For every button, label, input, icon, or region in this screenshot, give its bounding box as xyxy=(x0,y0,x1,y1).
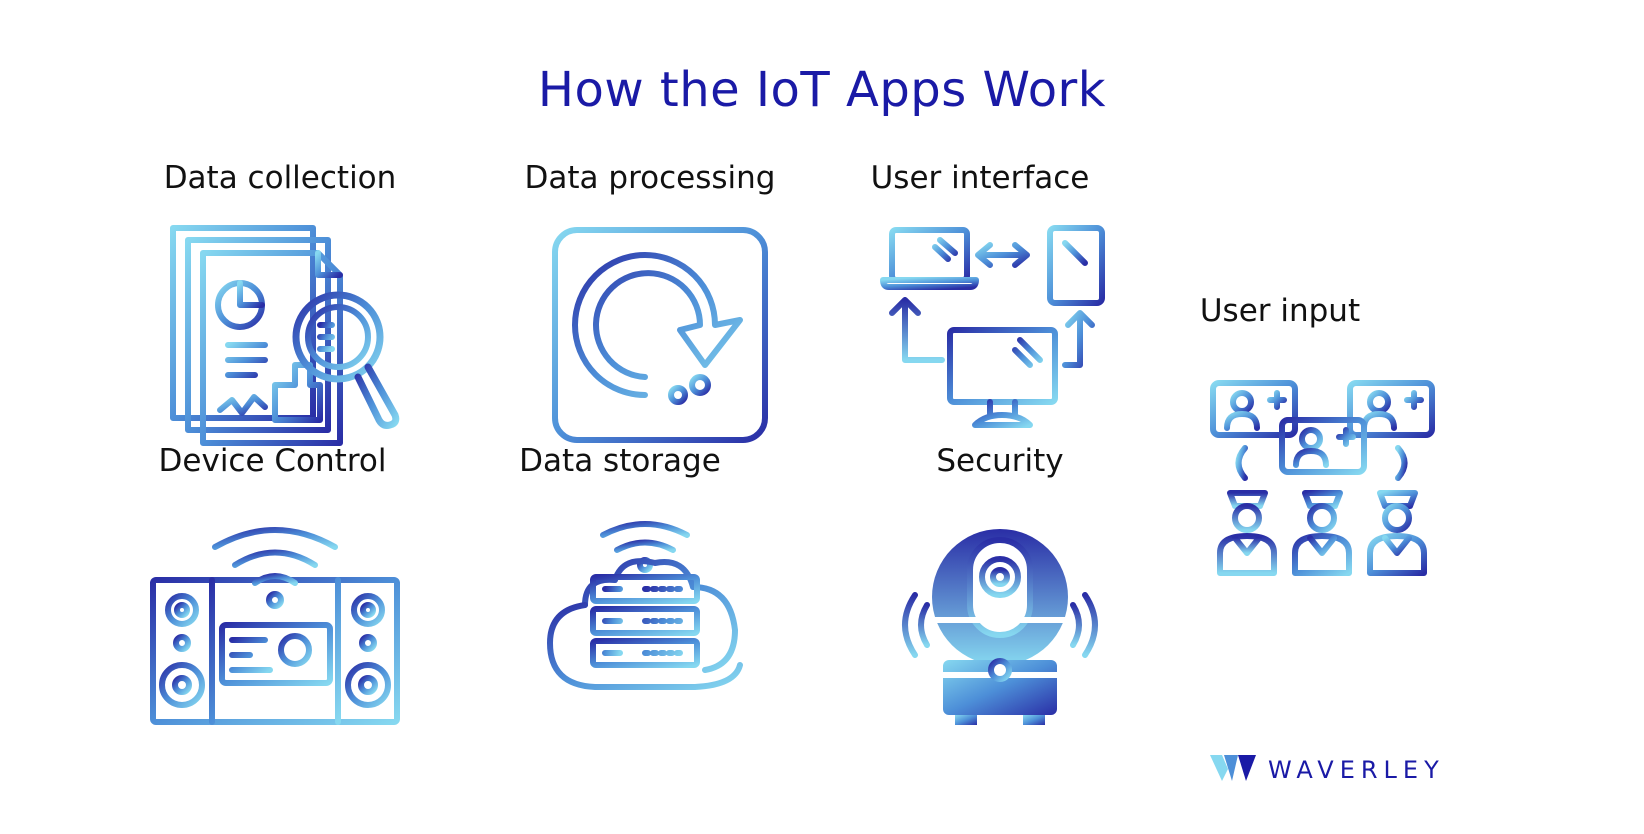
page-title: How the IoT Apps Work xyxy=(537,62,1107,118)
label-user-input: User input xyxy=(1199,293,1361,329)
label-data-processing: Data processing xyxy=(524,160,776,196)
label-security: Security xyxy=(936,443,1064,479)
label-user-interface: User interface xyxy=(870,160,1090,196)
security-camera-icon xyxy=(885,525,1115,735)
data-collection-icon xyxy=(170,225,400,450)
device-control-icon xyxy=(150,525,400,725)
user-input-icon xyxy=(1210,378,1440,583)
label-data-storage: Data storage xyxy=(519,443,721,479)
data-processing-icon xyxy=(550,225,770,445)
label-data-collection: Data collection xyxy=(163,160,397,196)
brand-logo: WAVERLEY xyxy=(1210,750,1445,790)
data-storage-icon xyxy=(545,521,745,730)
user-interface-icon xyxy=(880,225,1110,440)
brand-name: WAVERLEY xyxy=(1268,756,1445,784)
label-device-control: Device Control xyxy=(158,443,387,479)
waverley-logo-icon xyxy=(1210,753,1258,787)
